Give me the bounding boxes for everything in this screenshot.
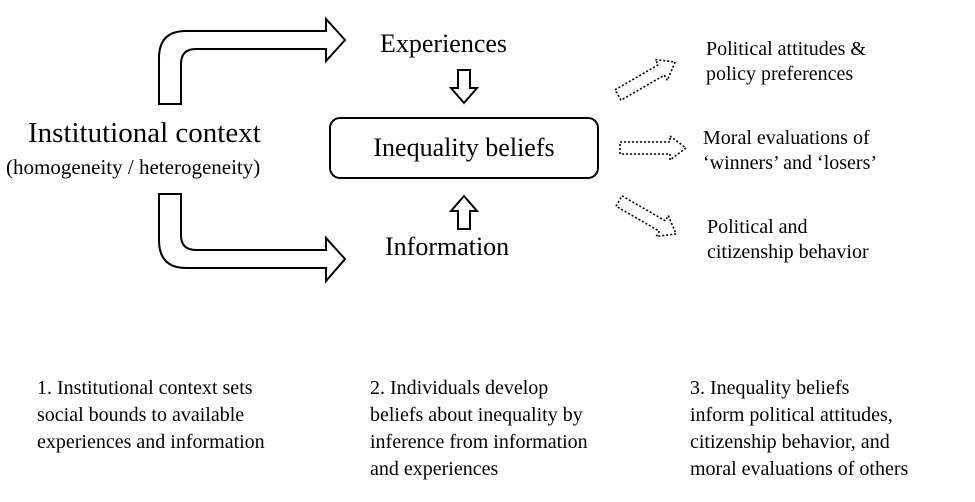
- experiences-label: Experiences: [380, 29, 508, 58]
- context-to-experiences-arrow: [158, 16, 347, 105]
- step-line: moral evaluations of others: [690, 458, 909, 480]
- outcome-line: Political and: [707, 216, 808, 238]
- experiences-to-beliefs-arrow: [448, 69, 480, 105]
- information-label: Information: [385, 232, 510, 261]
- outcome-political-attitudes: Political attitudes & policy preferences: [706, 37, 866, 87]
- step-line: inference from information: [370, 431, 588, 453]
- context-to-information-arrow: [158, 193, 347, 284]
- institutional-context-label: Institutional context: [28, 117, 261, 149]
- information-to-beliefs-arrow: [448, 194, 480, 230]
- outcome-line: ‘winners’ and ‘losers’: [703, 152, 878, 174]
- outcome-line: Moral evaluations of: [703, 127, 870, 149]
- inequality-beliefs-label: Inequality beliefs: [373, 133, 555, 162]
- step-line: experiences and information: [37, 431, 265, 453]
- step-line: 1. Institutional context sets: [37, 377, 253, 399]
- step-line: social bounds to available: [37, 404, 245, 426]
- step-line: beliefs about inequality by: [370, 404, 583, 426]
- outcome-line: citizenship behavior: [707, 241, 869, 263]
- step-line: and experiences: [370, 458, 499, 480]
- beliefs-to-moral-evaluations-arrow: [619, 134, 688, 162]
- beliefs-to-behavior-arrow: [614, 194, 678, 238]
- outcome-line: policy preferences: [706, 63, 854, 85]
- outcome-line: Political attitudes &: [706, 38, 866, 60]
- institutional-context-subtitle: (homogeneity / heterogeneity): [6, 155, 261, 179]
- step-line: citizenship behavior, and: [690, 431, 890, 453]
- outcome-citizenship-behavior: Political and citizenship behavior: [707, 215, 869, 265]
- beliefs-to-attitudes-arrow: [613, 58, 677, 102]
- step-3-caption: 3. Inequality beliefs inform political a…: [690, 375, 908, 483]
- step-line: 2. Individuals develop: [370, 377, 549, 399]
- outcome-moral-evaluations: Moral evaluations of ‘winners’ and ‘lose…: [703, 126, 877, 176]
- inequality-beliefs-box: Inequality beliefs: [329, 117, 599, 179]
- step-2-caption: 2. Individuals develop beliefs about ine…: [370, 375, 588, 483]
- step-line: inform political attitudes,: [690, 404, 893, 426]
- step-line: 3. Inequality beliefs: [690, 377, 850, 399]
- step-1-caption: 1. Institutional context sets social bou…: [37, 375, 265, 456]
